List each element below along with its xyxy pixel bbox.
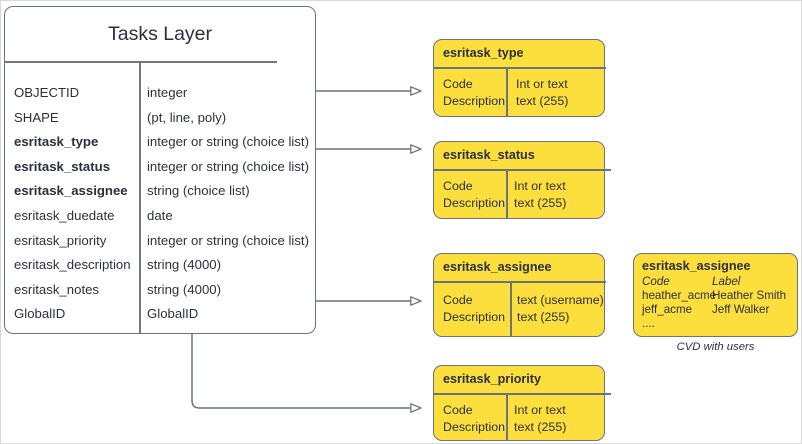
domain-title: esritask_type xyxy=(443,46,524,60)
cvd-ellipsis: .... xyxy=(642,317,655,330)
domain-header-divider xyxy=(434,393,611,395)
table-row[interactable]: esritask_notes string (4000) xyxy=(5,282,315,307)
cvd-row-label: Jeff Walker xyxy=(712,303,770,316)
cvd-header-label: Label xyxy=(712,275,741,288)
domain-left-row: Description xyxy=(443,196,505,210)
domain-left-column: Code Description xyxy=(443,178,505,212)
domain-title: esritask_status xyxy=(443,148,535,162)
cvd-header-code: Code xyxy=(642,275,670,288)
table-row[interactable]: esritask_duedate date xyxy=(5,208,315,233)
domain-header-divider xyxy=(434,67,606,69)
domain-box-esritask-status[interactable]: esritask_status Code Description Int or … xyxy=(433,141,611,219)
field-name: esritask_notes xyxy=(14,281,100,297)
field-name: OBJECTID xyxy=(14,85,80,100)
table-row[interactable]: esritask_description string (4000) xyxy=(5,257,315,282)
field-name: SHAPE xyxy=(14,109,59,125)
field-name: esritask_status xyxy=(14,158,111,174)
domain-right-row: text (255) xyxy=(516,94,569,108)
field-type: GlobalID xyxy=(147,306,199,322)
domain-box-esritask-type[interactable]: esritask_type Code Description Int or te… xyxy=(433,39,606,117)
cvd-row-code: jeff_acme xyxy=(642,303,693,316)
domain-left-row: Code xyxy=(443,179,473,193)
table-row[interactable]: OBJECTID integer xyxy=(5,85,315,110)
domain-right-row: Int or text xyxy=(514,179,566,193)
cvd-row-label: Heather Smith xyxy=(712,289,787,302)
field-name: esritask_description xyxy=(14,257,131,273)
domain-right-column: Int or text text (255) xyxy=(514,402,566,436)
cvd-caption: CVD with users xyxy=(676,341,755,353)
field-name: esritask_duedate xyxy=(14,207,115,223)
cvd-title: esritask_assignee xyxy=(642,259,751,273)
domain-column-divider xyxy=(506,393,508,440)
domain-right-row: text (username) xyxy=(517,293,604,307)
domain-header-divider xyxy=(434,169,611,171)
field-name: esritask_assignee xyxy=(14,183,128,199)
field-type: string (4000) xyxy=(147,257,222,273)
field-type: string (choice list) xyxy=(147,183,250,199)
domain-right-row: text (255) xyxy=(514,196,567,210)
domain-right-column: Int or text text (255) xyxy=(514,178,566,212)
domain-left-row: Code xyxy=(443,293,473,307)
field-type: integer or string (choice list) xyxy=(147,158,309,174)
entity-title: Tasks Layer xyxy=(107,23,213,45)
domain-box-esritask-priority[interactable]: esritask_priority Code Description Int o… xyxy=(433,365,611,441)
table-row[interactable]: esritask_priority integer or string (cho… xyxy=(5,233,315,258)
table-row[interactable]: SHAPE (pt, line, poly) xyxy=(5,110,315,135)
domain-left-column: Code Description xyxy=(443,76,505,110)
field-name: esritask_priority xyxy=(14,232,107,248)
entity-tasks-layer[interactable]: Tasks Layer OBJECTID integer SHAPE (pt, … xyxy=(4,6,316,334)
domain-left-row: Description xyxy=(443,420,505,434)
field-name: GlobalID xyxy=(14,306,66,322)
domain-left-row: Description xyxy=(443,94,505,108)
domain-column-divider xyxy=(506,67,508,116)
table-row[interactable]: GlobalID GlobalID xyxy=(5,306,315,331)
table-row[interactable]: esritask_type integer or string (choice … xyxy=(5,134,315,159)
cvd-row-code: heather_acme xyxy=(642,289,717,302)
domain-right-row: Int or text xyxy=(514,403,566,417)
field-type: date xyxy=(147,207,173,223)
field-name: esritask_type xyxy=(14,134,99,150)
entity-column-divider xyxy=(139,61,141,333)
field-type: integer xyxy=(147,85,188,100)
field-type: (pt, line, poly) xyxy=(147,109,227,125)
domain-left-column: Code Description xyxy=(443,292,505,326)
domain-right-row: text (255) xyxy=(517,310,570,324)
domain-right-column: text (username) text (255) xyxy=(517,292,604,326)
domain-column-divider xyxy=(510,281,512,336)
domain-column-divider xyxy=(506,169,508,218)
domain-title: esritask_assignee xyxy=(443,260,552,274)
field-type: integer or string (choice list) xyxy=(147,134,309,150)
domain-left-column: Code Description xyxy=(443,402,505,436)
entity-header-divider xyxy=(5,61,277,63)
table-row[interactable]: esritask_assignee string (choice list) xyxy=(5,183,315,208)
domain-left-row: Description xyxy=(443,310,505,324)
domain-right-row: Int or text xyxy=(516,77,568,91)
domain-title: esritask_priority xyxy=(443,372,542,386)
domain-header-divider xyxy=(434,281,606,283)
field-type: integer or string (choice list) xyxy=(147,232,309,248)
table-row[interactable]: esritask_status integer or string (choic… xyxy=(5,159,315,184)
field-type: string (4000) xyxy=(147,281,222,297)
entity-field-list: OBJECTID integer SHAPE (pt, line, poly) … xyxy=(5,85,315,331)
domain-left-row: Code xyxy=(443,403,473,417)
domain-box-esritask-assignee[interactable]: esritask_assignee Code Description text … xyxy=(433,253,606,337)
domain-right-column: Int or text text (255) xyxy=(516,76,568,110)
cvd-sample-box[interactable]: esritask_assignee Code Label heather_acm… xyxy=(633,253,798,337)
domain-right-row: text (255) xyxy=(514,420,567,434)
domain-left-row: Code xyxy=(443,77,473,91)
